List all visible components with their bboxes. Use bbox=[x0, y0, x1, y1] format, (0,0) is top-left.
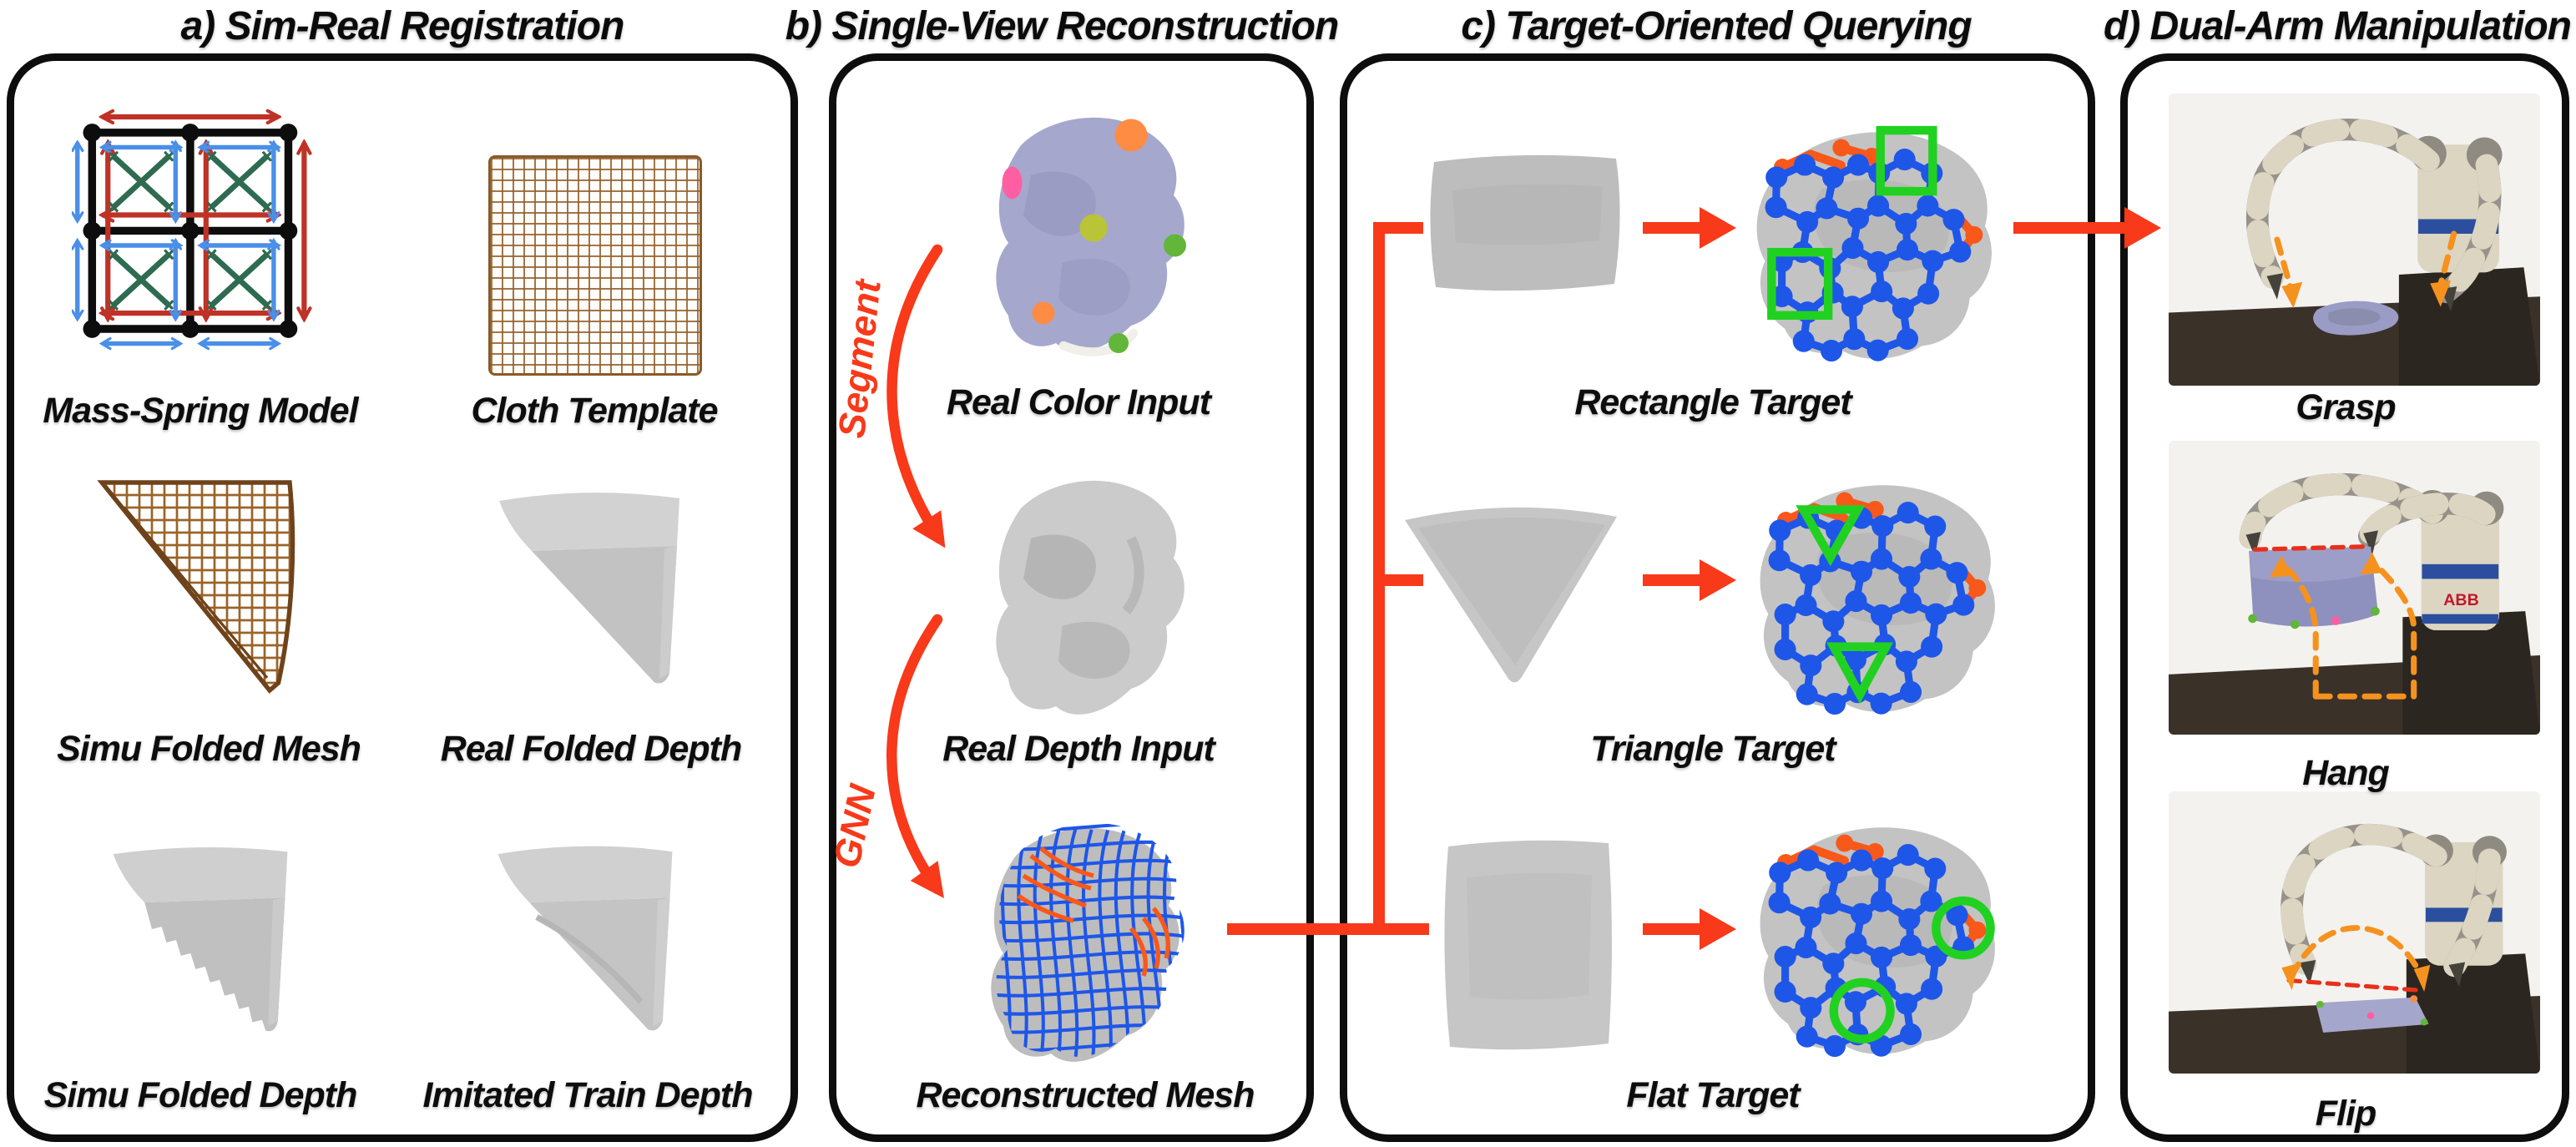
panel-b-frame bbox=[829, 53, 1314, 1142]
triangle-target-label: Triangle Target bbox=[1590, 729, 1836, 769]
flow-arrow-head-triangle bbox=[1700, 559, 1736, 601]
reconstructed-mesh-image bbox=[991, 822, 1184, 1062]
grasp-label: Grasp bbox=[2296, 387, 2396, 427]
real-depth-input-label: Real Depth Input bbox=[942, 729, 1215, 769]
flow-arrow-head-to-manipulation bbox=[2124, 207, 2161, 249]
simu-folded-mesh-figure bbox=[97, 480, 295, 694]
abb-logo-text: ABB bbox=[2443, 591, 2478, 609]
real-color-input-label: Real Color Input bbox=[946, 382, 1211, 422]
flow-arrow-shaft-to-manipulation bbox=[2013, 222, 2125, 234]
flat-target-image bbox=[1444, 840, 1612, 1050]
real-folded-depth-figure bbox=[499, 493, 679, 684]
flow-arrow-head-rectangle bbox=[1700, 207, 1736, 249]
segment-arrow-icon bbox=[886, 244, 946, 548]
real-color-input-image bbox=[996, 117, 1186, 356]
panel-a-title: a) Sim-Real Registration bbox=[180, 4, 625, 48]
gnn-arrow-icon bbox=[886, 614, 944, 898]
panel-b-title: b) Single-View Reconstruction bbox=[785, 4, 1340, 48]
cloth-template-label: Cloth Template bbox=[471, 391, 719, 431]
real-folded-depth-label: Real Folded Depth bbox=[440, 729, 742, 769]
query-graph-triangle bbox=[1760, 485, 1995, 715]
panel-c-frame bbox=[1340, 53, 2095, 1142]
robot-photo-hang: ABB bbox=[2169, 441, 2540, 735]
flow-stub-triangle-row bbox=[1373, 574, 1423, 586]
panel-c-title: c) Target-Oriented Querying bbox=[1461, 4, 1972, 48]
green-triangle-marker bbox=[1796, 505, 1866, 567]
robot-photo-grasp bbox=[2169, 93, 2540, 386]
green-square-marker bbox=[1767, 247, 1833, 321]
green-triangle-marker bbox=[1826, 642, 1894, 704]
triangle-target-image bbox=[1405, 507, 1617, 683]
flow-arrow-shaft-flat bbox=[1643, 923, 1701, 935]
panel-a-frame bbox=[7, 53, 798, 1142]
mass-spring-model-figure bbox=[72, 90, 322, 351]
flow-stub-rectangle-row bbox=[1373, 222, 1423, 234]
simu-folded-depth-figure bbox=[113, 847, 288, 1032]
green-circle-marker bbox=[1932, 896, 1995, 960]
simu-folded-depth-label: Simu Folded Depth bbox=[43, 1075, 358, 1115]
flow-arrow-shaft-rectangle bbox=[1643, 222, 1701, 234]
imitated-train-depth-label: Imitated Train Depth bbox=[422, 1075, 754, 1115]
simu-folded-mesh-label: Simu Folded Mesh bbox=[57, 729, 361, 769]
flow-arrow-shaft-triangle bbox=[1643, 574, 1701, 586]
panel-d-title: d) Dual-Arm Manipulation bbox=[2104, 4, 2572, 48]
rectangle-target-label: Rectangle Target bbox=[1574, 382, 1851, 422]
flow-line-mesh-out bbox=[1227, 923, 1429, 935]
imitated-train-depth-figure bbox=[498, 846, 673, 1031]
cloth-template-figure bbox=[488, 155, 702, 376]
mass-spring-model-label: Mass-Spring Model bbox=[43, 391, 358, 431]
real-depth-input-image bbox=[996, 480, 1184, 715]
flip-label: Flip bbox=[2315, 1094, 2376, 1134]
flat-target-label: Flat Target bbox=[1626, 1075, 1800, 1115]
robot-photo-flip bbox=[2169, 791, 2540, 1074]
reconstructed-mesh-label: Reconstructed Mesh bbox=[916, 1075, 1255, 1115]
rectangle-target-image bbox=[1430, 154, 1620, 291]
green-square-marker bbox=[1876, 125, 1937, 196]
hang-label: Hang bbox=[2302, 753, 2389, 793]
panel-d-frame bbox=[2120, 53, 2569, 1142]
query-graph-rectangle bbox=[1756, 125, 1992, 362]
green-circle-marker bbox=[1829, 978, 1895, 1043]
query-graph-flat bbox=[1760, 827, 1995, 1058]
flow-arrow-head-flat bbox=[1700, 908, 1736, 950]
